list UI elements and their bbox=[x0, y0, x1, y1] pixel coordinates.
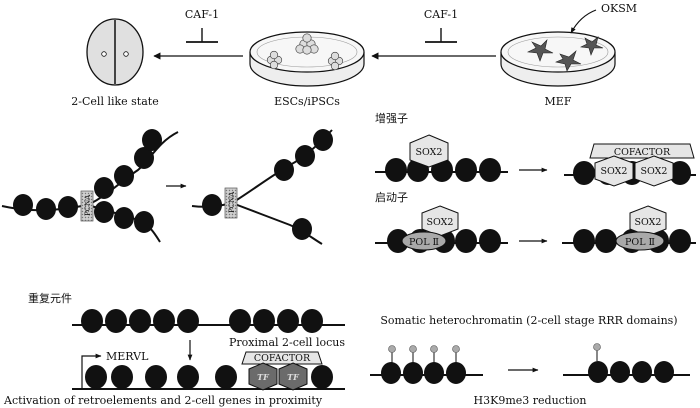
heterochromatin-right bbox=[563, 343, 690, 383]
promoter-right-chromatin bbox=[562, 205, 696, 253]
caf1-left-label: CAF-1 bbox=[185, 8, 219, 21]
caf1-inhibition-left bbox=[186, 28, 218, 43]
tf-b bbox=[278, 362, 308, 391]
cofactor-repeats-label: COFACTOR bbox=[254, 353, 311, 364]
esc-colony-icon bbox=[327, 51, 344, 71]
caf1-inhibition-right bbox=[425, 28, 457, 43]
tf-a bbox=[248, 362, 278, 391]
pol2-promoter-left bbox=[401, 231, 447, 251]
sox2-enhancer-right-b bbox=[634, 155, 674, 187]
cofactor-enhancer-label: COFACTOR bbox=[614, 147, 671, 158]
pol2-promoter-left-label: POL Ⅱ bbox=[409, 237, 439, 248]
sox2-enhancer-right-a-label: SOX2 bbox=[601, 166, 628, 177]
pol2-promoter-right bbox=[615, 231, 665, 251]
esc-label: ESCs/iPSCs bbox=[274, 95, 340, 108]
sox2-promoter-left-label: SOX2 bbox=[427, 217, 454, 228]
mef-label: MEF bbox=[545, 95, 572, 108]
promoter-title: 启动子 bbox=[375, 191, 408, 204]
sox2-promoter-right-label: SOX2 bbox=[635, 217, 662, 228]
pol2-promoter-right-label: POL Ⅱ bbox=[625, 237, 655, 248]
fibroblast-cell-icon bbox=[526, 36, 604, 72]
promoter-left-chromatin bbox=[375, 205, 508, 253]
replication-fork-right bbox=[191, 129, 333, 245]
sox2-enhancer-left-label: SOX2 bbox=[416, 147, 443, 158]
pcna-right-label: PCNA bbox=[228, 191, 236, 213]
pcna-clamp-left bbox=[80, 190, 94, 222]
oksm-arrow bbox=[570, 9, 597, 34]
repeats-top-chromatin bbox=[72, 309, 345, 333]
tf-a-label: TF bbox=[257, 372, 270, 382]
repeats-caption: Activation of retroelements and 2-cell g… bbox=[3, 394, 323, 407]
repeats-bottom-chromatin bbox=[72, 351, 345, 391]
sox2-enhancer-right-b-label: SOX2 bbox=[641, 166, 668, 177]
replication-fork-left bbox=[1, 129, 179, 243]
two-cell-embryo-icon bbox=[86, 18, 144, 86]
oksm-label: OKSM bbox=[601, 2, 637, 15]
cofactor-enhancer bbox=[589, 143, 695, 159]
mervl-promoter-arrow bbox=[81, 353, 102, 389]
h3k9me3-mark bbox=[409, 345, 417, 353]
cofactor-repeats bbox=[241, 351, 323, 365]
enhancer-left-chromatin bbox=[375, 134, 508, 182]
proximal-locus-label: Proximal 2-cell locus bbox=[229, 336, 345, 349]
enhancer-right-chromatin bbox=[564, 143, 696, 187]
heterochromatin-caption: H3K9me3 reduction bbox=[474, 394, 587, 407]
h3k9me3-mark bbox=[430, 345, 438, 353]
caf1-right-label: CAF-1 bbox=[424, 8, 458, 21]
mervl-label: MERVL bbox=[106, 350, 149, 363]
tf-b-label: TF bbox=[287, 372, 300, 382]
two-cell-label: 2-Cell like state bbox=[71, 95, 158, 108]
h3k9me3-mark bbox=[593, 343, 601, 351]
h3k9me3-mark bbox=[388, 345, 396, 353]
sox2-enhancer-right-a bbox=[594, 155, 634, 187]
repeats-title: 重复元件 bbox=[28, 291, 72, 305]
heterochromatin-title: Somatic heterochromatin (2-cell stage RR… bbox=[380, 314, 677, 327]
pcna-left-label: PCNA bbox=[84, 194, 92, 216]
pcna-clamp-right bbox=[224, 187, 238, 219]
h3k9me3-mark bbox=[452, 345, 460, 353]
enhancer-title: 增强子 bbox=[375, 111, 408, 125]
esc-colony-icon bbox=[295, 33, 319, 55]
esc-colony-icon bbox=[266, 50, 283, 70]
heterochromatin-left bbox=[370, 345, 483, 384]
sox2-enhancer-left bbox=[409, 134, 449, 168]
mef-dish-icon bbox=[500, 31, 616, 87]
